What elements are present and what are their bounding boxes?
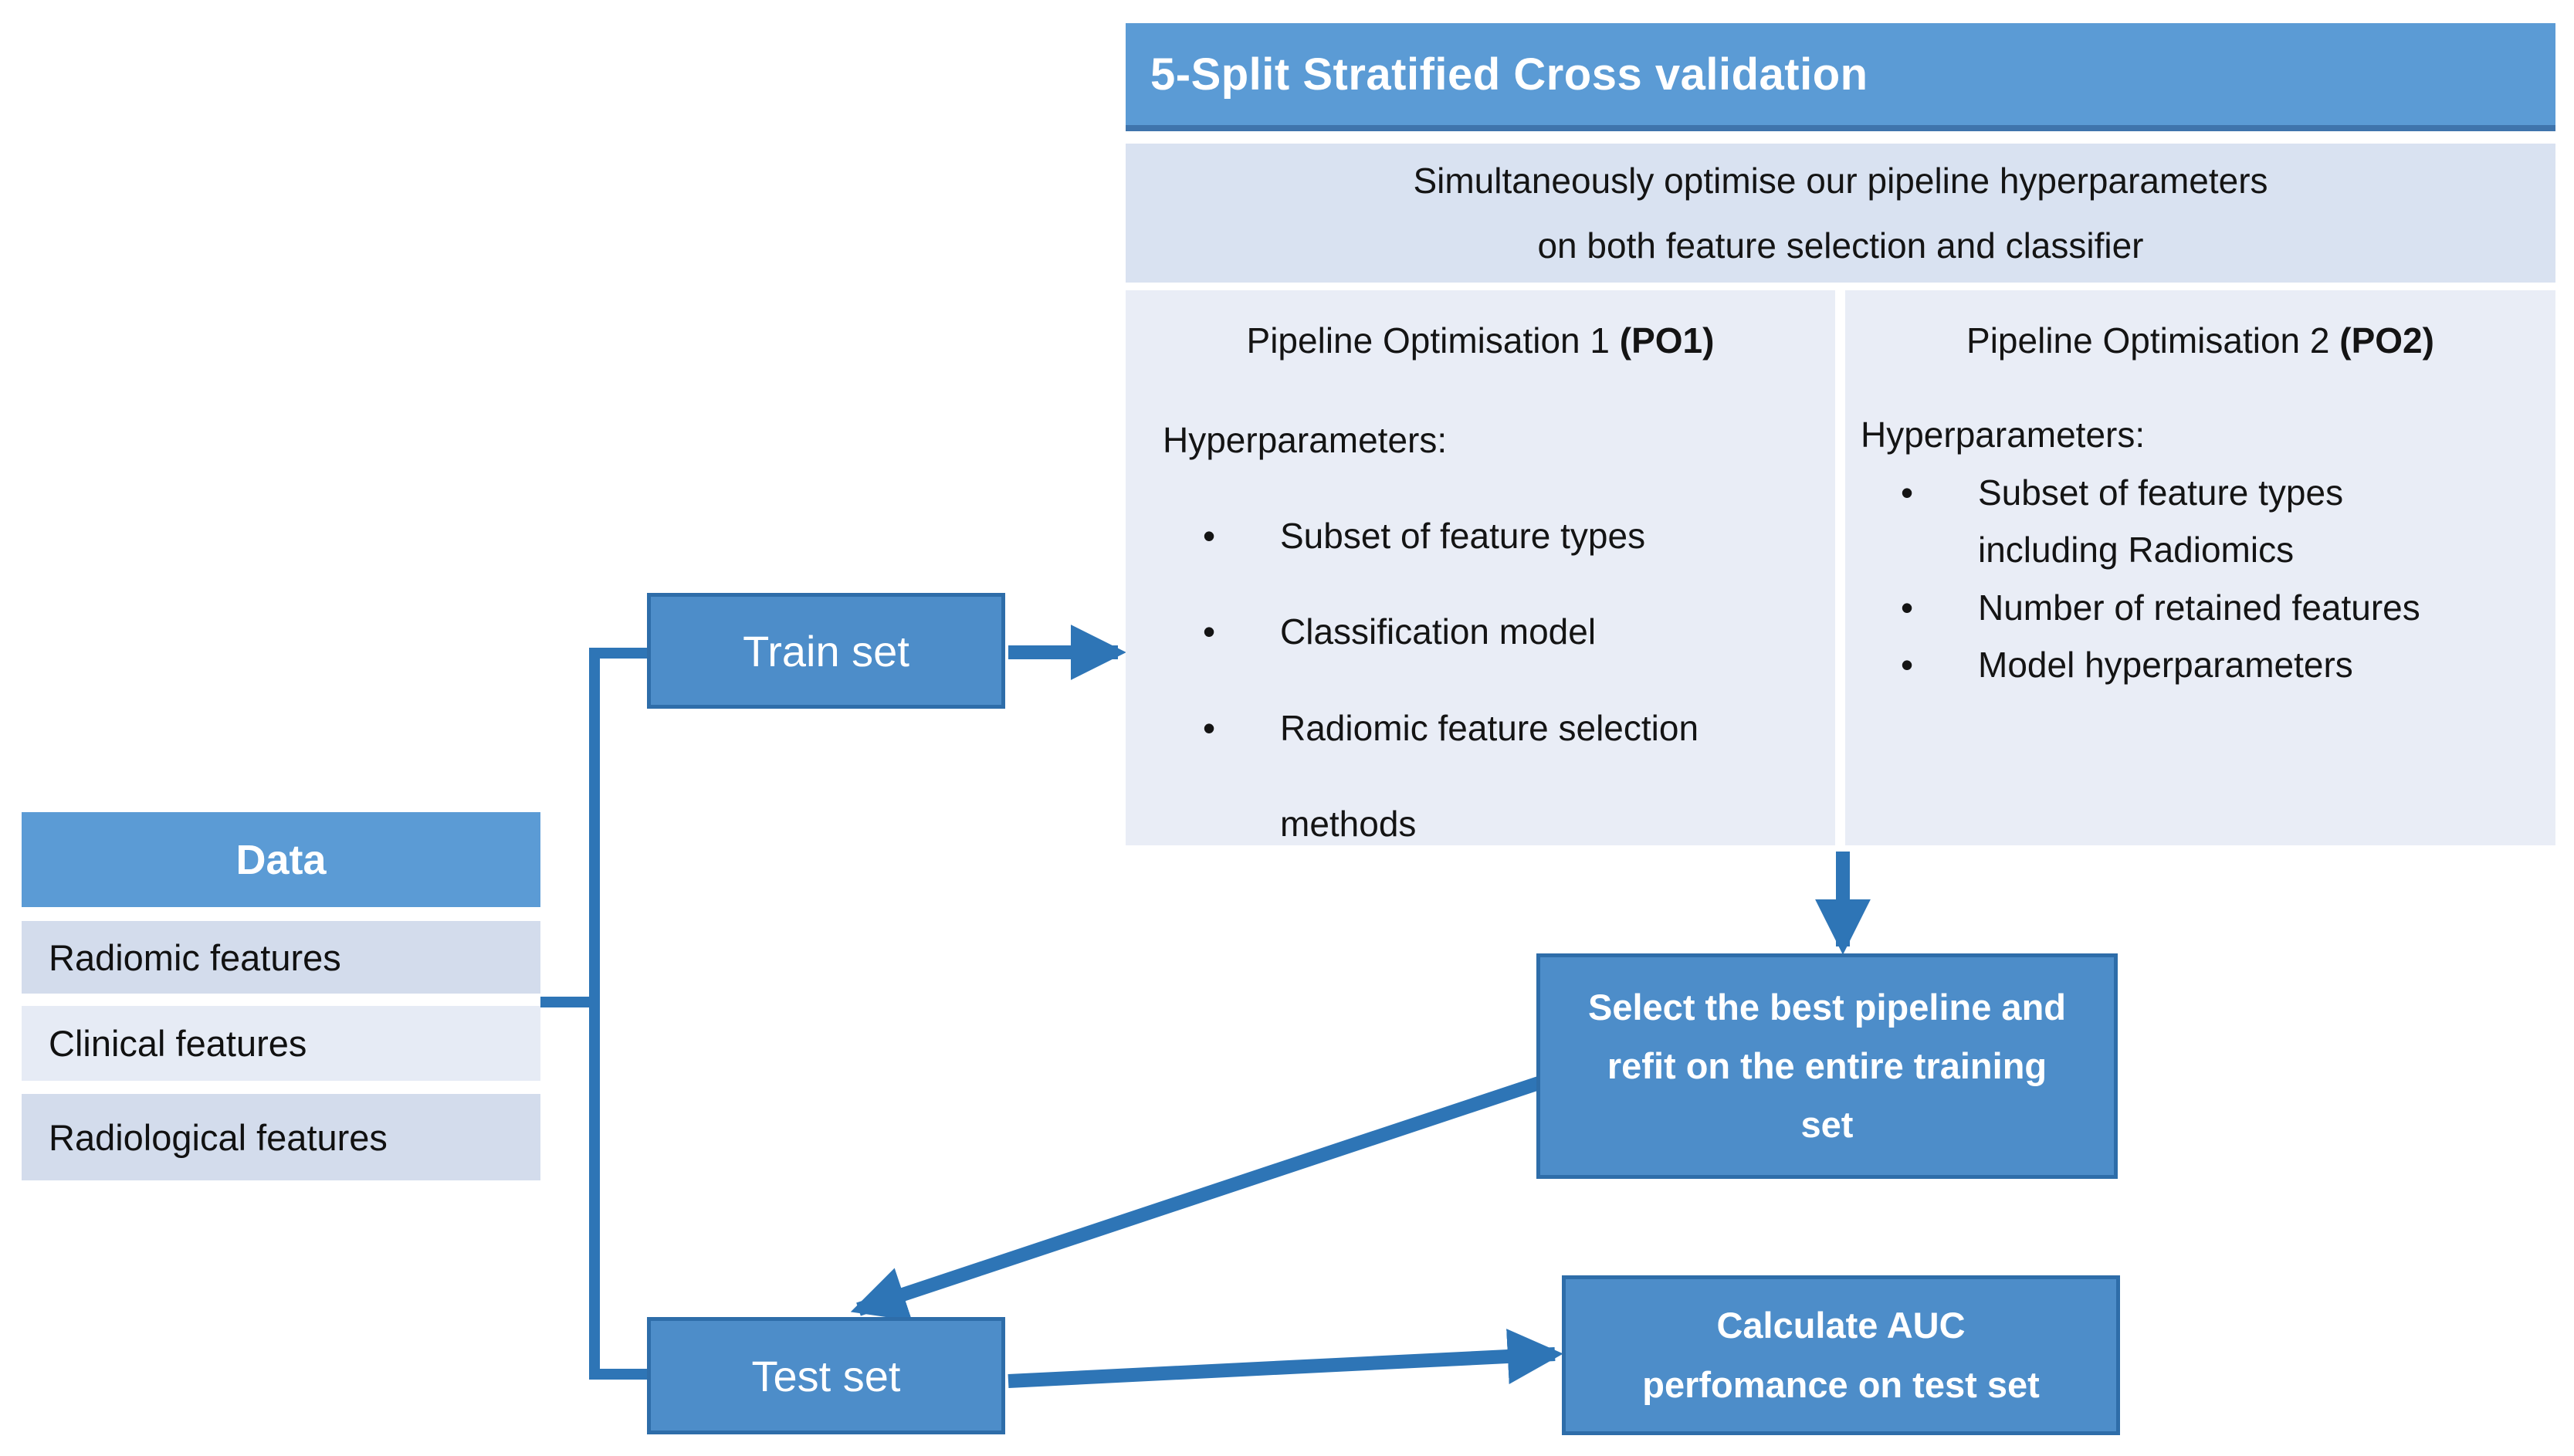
- data-row-radiomic: Radiomic features: [22, 921, 540, 994]
- cv-panel-title: 5-Split Stratified Cross validation: [1126, 23, 2555, 131]
- data-row-clinical: Clinical features: [22, 1006, 540, 1081]
- po2-bullet-1: Subset of feature types including Radiom…: [1861, 464, 2424, 579]
- po1-title-text: Pipeline Optimisation 1: [1246, 320, 1620, 361]
- data-panel-title: Data: [22, 812, 540, 907]
- cross-validation-panel: 5-Split Stratified Cross validation Simu…: [1126, 23, 2555, 845]
- train-set-label: Train set: [743, 626, 909, 676]
- data-panel: Data Radiomic features Clinical features…: [22, 812, 540, 1180]
- test-set-label: Test set: [751, 1351, 901, 1400]
- data-row-radiological: Radiological features: [22, 1094, 540, 1180]
- po1-bullet-1: Subset of feature types: [1163, 488, 1703, 584]
- po2-hyperparameter-list: Hyperparameters: Subset of feature types…: [1845, 406, 2555, 694]
- po1-bullet-2: Classification model: [1163, 584, 1703, 679]
- test-set-box: Test set: [647, 1317, 1005, 1434]
- po1-list-header: Hyperparameters:: [1163, 420, 1448, 460]
- po2-title-text: Pipeline Optimisation 2: [1966, 320, 2340, 361]
- pipeline-optimisation-2-column: Pipeline Optimisation 2 (PO2) Hyperparam…: [1845, 290, 2555, 845]
- select-best-pipeline-label: Select the best pipeline and refit on th…: [1588, 986, 2066, 1146]
- pipeline-optimisation-1-column: Pipeline Optimisation 1 (PO1) Hyperparam…: [1126, 290, 1835, 845]
- calculate-auc-label: Calculate AUC perfomance on test set: [1642, 1305, 2040, 1405]
- po1-title-abbrev: (PO1): [1619, 320, 1715, 361]
- po1-bullet-3: Radiomic feature selection methods: [1163, 680, 1703, 845]
- test-to-auc-arrow: [1008, 1329, 1563, 1388]
- po2-bullet-2: Number of retained features: [1861, 579, 2424, 637]
- split-connector-line: [589, 648, 647, 1380]
- po1-title: Pipeline Optimisation 1 (PO1): [1126, 320, 1835, 361]
- cv-panel-subtitle: Simultaneously optimise our pipeline hyp…: [1126, 144, 2555, 283]
- po2-bullet-3: Model hyperparameters: [1861, 636, 2424, 694]
- cv-subtitle-line-2: on both feature selection and classifier: [1537, 225, 2144, 266]
- select-to-test-arrow: [850, 1075, 1543, 1321]
- cv-subtitle-line-1: Simultaneously optimise our pipeline hyp…: [1413, 161, 2268, 201]
- select-best-pipeline-box: Select the best pipeline and refit on th…: [1536, 953, 2118, 1179]
- train-set-box: Train set: [647, 593, 1005, 709]
- calculate-auc-box: Calculate AUC perfomance on test set: [1562, 1275, 2120, 1435]
- po2-title-abbrev: (PO2): [2339, 320, 2434, 361]
- po2-list-header: Hyperparameters:: [1861, 415, 2146, 455]
- cv-panel-columns: Pipeline Optimisation 1 (PO1) Hyperparam…: [1126, 290, 2555, 845]
- po1-hyperparameter-list: Hyperparameters: Subset of feature types…: [1126, 392, 1835, 845]
- po2-title: Pipeline Optimisation 2 (PO2): [1845, 320, 2555, 361]
